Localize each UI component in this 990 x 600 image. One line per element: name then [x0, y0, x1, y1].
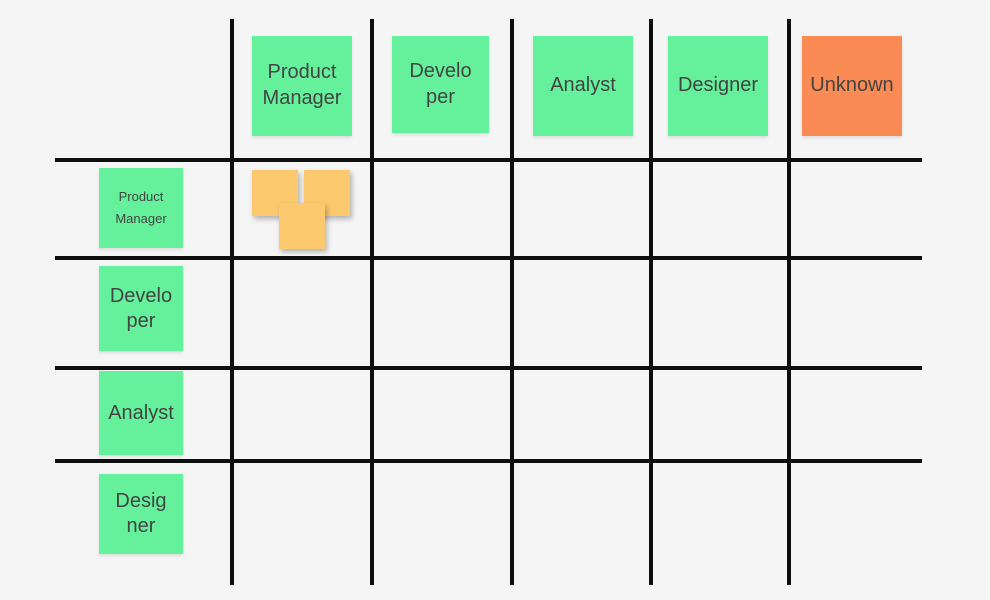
- column-note-developer[interactable]: Develo per: [392, 36, 489, 133]
- grid-horizontal-line-4: [55, 459, 922, 463]
- grid-horizontal-line-1: [55, 158, 922, 162]
- column-note-designer[interactable]: Designer: [668, 36, 768, 136]
- grid-vertical-line-5: [787, 19, 791, 585]
- grid-vertical-line-1: [230, 19, 234, 585]
- grid-vertical-line-2: [370, 19, 374, 585]
- grid-horizontal-line-2: [55, 256, 922, 260]
- column-note-analyst[interactable]: Analyst: [533, 36, 633, 136]
- grid-vertical-line-4: [649, 19, 653, 585]
- column-note-product-manager[interactable]: Product Manager: [252, 36, 352, 136]
- row-note-product-manager[interactable]: Product Manager: [99, 168, 183, 248]
- column-note-unknown[interactable]: Unknown: [802, 36, 902, 136]
- row-note-developer[interactable]: Develo per: [99, 266, 183, 351]
- grid-horizontal-line-3: [55, 366, 922, 370]
- cell-sticky-note-yellow-3[interactable]: [279, 203, 325, 249]
- row-note-designer[interactable]: Desig ner: [99, 474, 183, 554]
- grid-vertical-line-3: [510, 19, 514, 585]
- row-note-analyst[interactable]: Analyst: [99, 371, 183, 455]
